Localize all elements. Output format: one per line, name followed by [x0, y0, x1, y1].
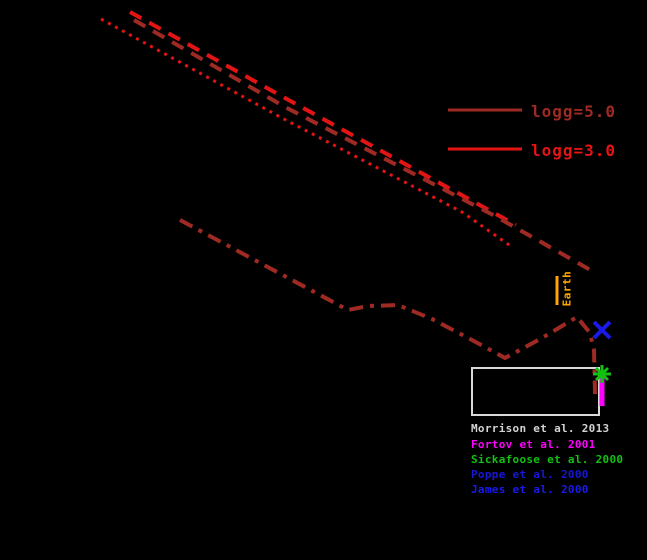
- legend-label-logg5: logg=5.0: [531, 102, 617, 121]
- reference-fortov: Fortov et al. 2001: [471, 438, 596, 451]
- reference-poppe: Poppe et al. 2000: [471, 468, 589, 481]
- series-logg=5.0 dash-dot: [179, 218, 597, 395]
- marker-blue-x: [592, 320, 612, 340]
- series-logg=3.0 dotted: [100, 17, 513, 249]
- reference-james: James et al. 2000: [471, 483, 589, 496]
- earth-label: Earth: [560, 270, 574, 307]
- legend-label-logg3: logg=3.0: [531, 141, 617, 160]
- reference-morrison: Morrison et al. 2013: [471, 422, 610, 435]
- series-logg=5.0 dashed: [133, 18, 595, 274]
- marker-white-box-region: [471, 367, 600, 416]
- marker-green-star: [594, 366, 610, 382]
- series-logg=3.0 dashed: [129, 10, 517, 227]
- reference-sickafoose: Sickafoose et al. 2000: [471, 453, 624, 466]
